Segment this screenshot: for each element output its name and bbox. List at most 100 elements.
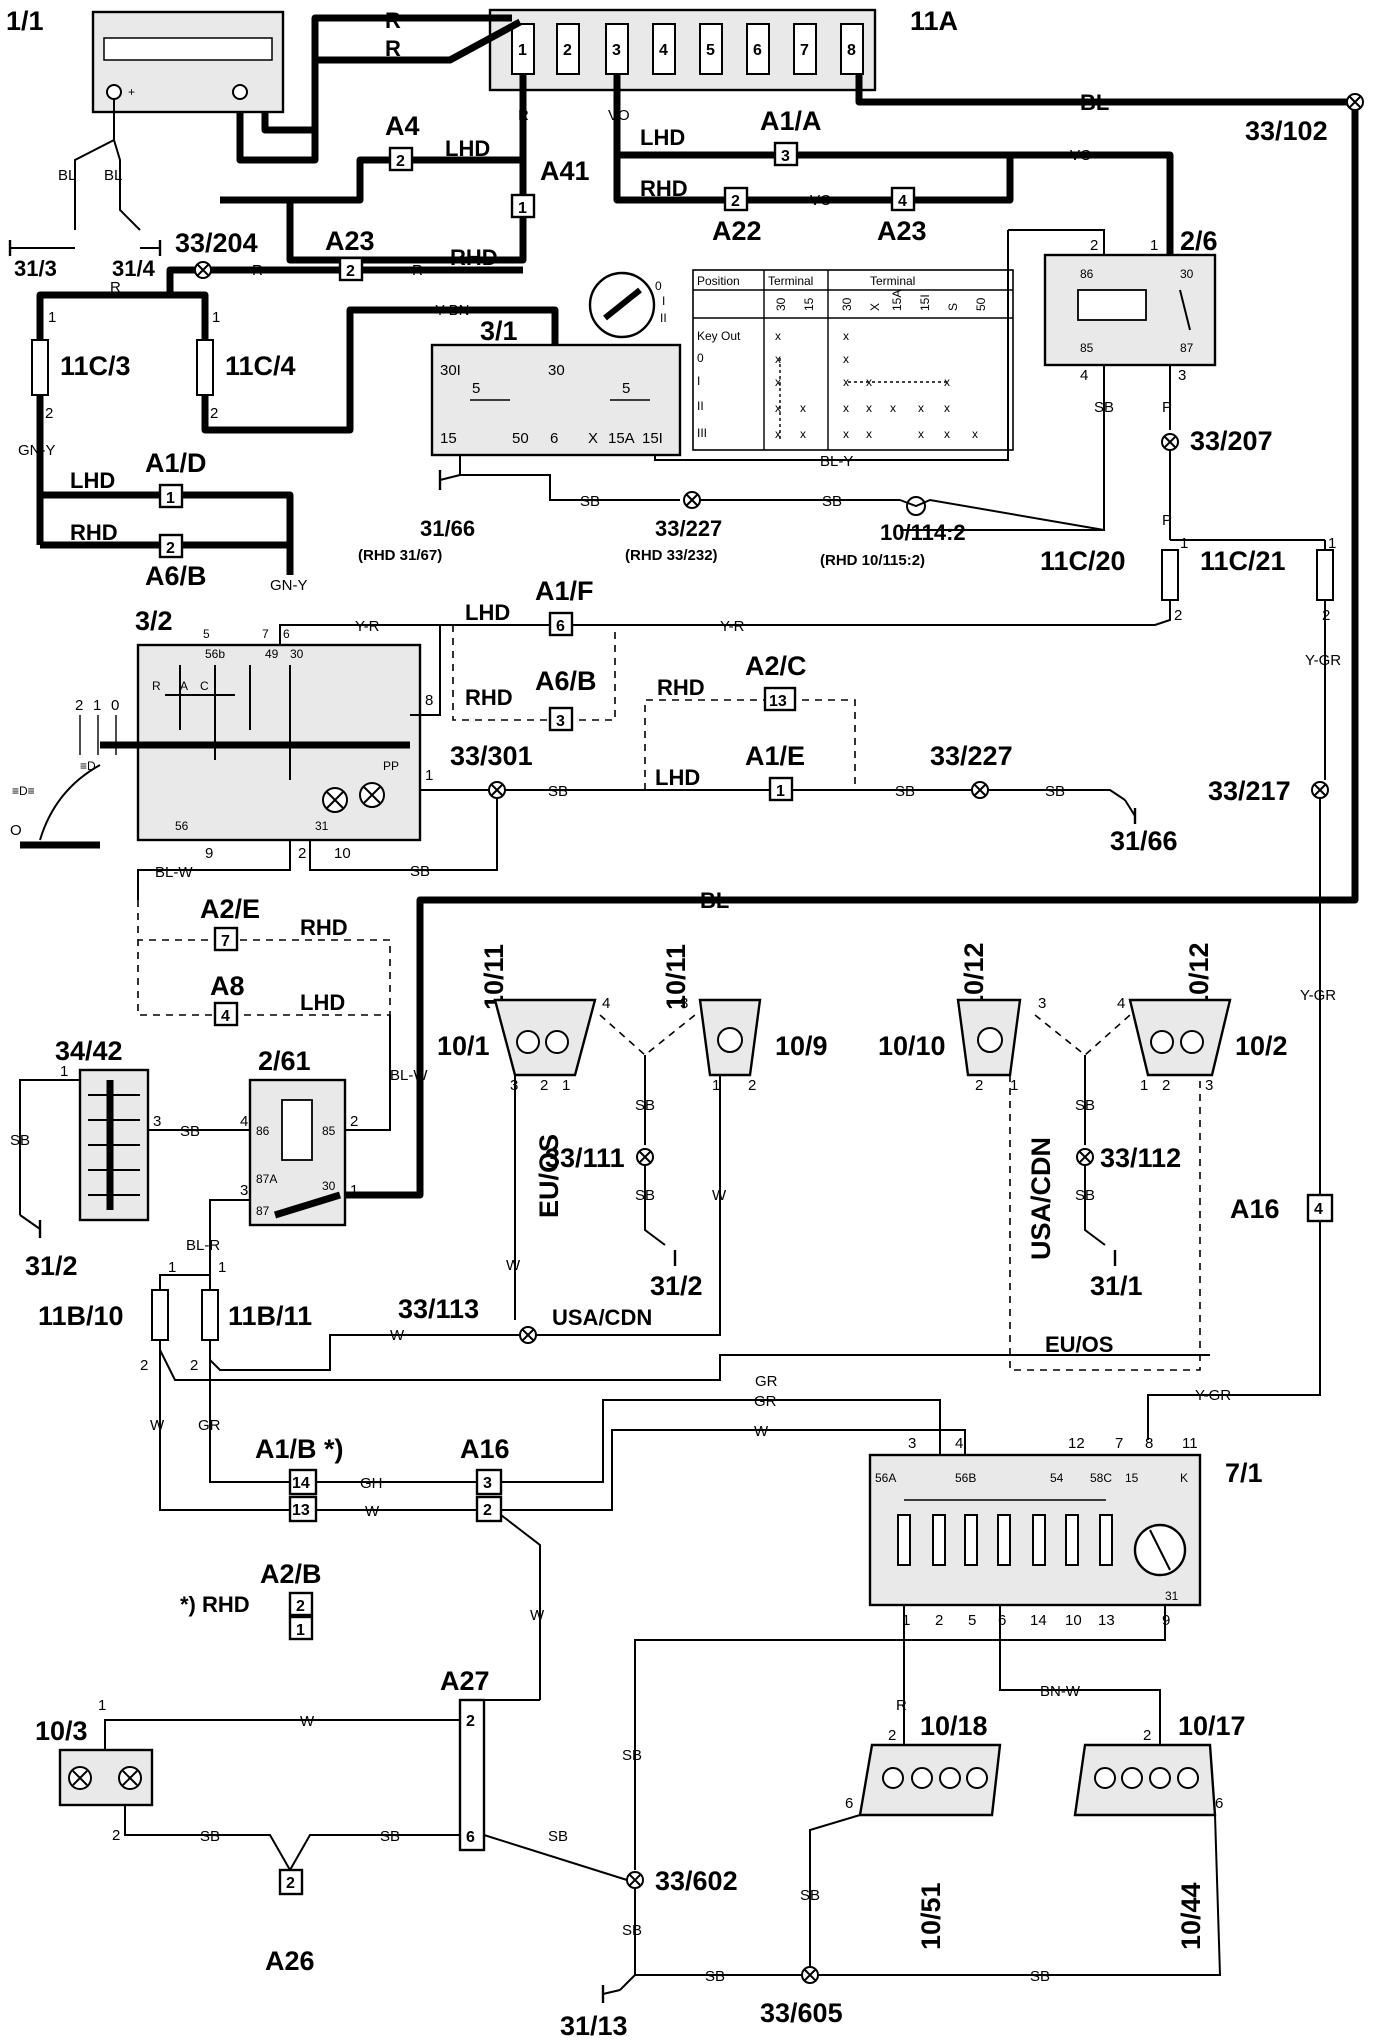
label-31-3: 31/3 [14,256,57,281]
wire-y-bn: Y-BN [435,302,469,319]
label-33-207: 33/207 [1190,426,1273,456]
a27-pin1: 2 [466,1713,475,1730]
wire-y-gr-2: Y-GR [1300,987,1336,1004]
label-31-13: 31/13 [560,2011,628,2041]
wire-gr-a16: GR [754,1393,777,1410]
label-a27: A27 [440,1666,490,1696]
label-31-66a-rhd: (RHD 31/67) [358,547,442,564]
label-a4: A4 [385,111,420,141]
svg-text:I: I [697,374,700,388]
label-10-44: 10/44 [1176,1882,1206,1950]
label-11b-11: 11B/11 [228,1301,312,1331]
a1e-pin: 1 [776,783,785,800]
svg-text:x: x [918,401,924,415]
svg-text:1: 1 [1140,1077,1148,1094]
svg-text:III: III [697,426,707,440]
svg-text:2: 2 [975,1077,983,1094]
svg-text:6: 6 [998,1612,1006,1629]
svg-text:≡D≡: ≡D≡ [12,784,35,798]
a6b-pin: 3 [556,713,565,730]
label-34-42: 34/42 [55,1036,123,1066]
a1b-pin1: 14 [292,1475,310,1492]
label-31-1: 31/1 [1090,1271,1143,1301]
tail-lamp-10-17 [1073,1743,1217,1817]
svg-text:30: 30 [774,297,788,311]
svg-text:PP: PP [383,759,399,773]
svg-text:2: 2 [298,845,306,862]
ignition-key-icon: 0 I II [588,271,667,339]
a2b-pin1: 2 [296,1598,305,1615]
svg-text:X: X [868,303,882,311]
svg-text:54: 54 [1050,1471,1064,1485]
label-a2e: A2/E [200,894,260,924]
route-eu-os-2: EU/OS [1045,1332,1113,1357]
label-10-114: 10/114:2 [880,520,966,545]
svg-text:10: 10 [1065,1612,1082,1629]
svg-text:x: x [866,401,872,415]
label-2-6: 2/6 [1180,226,1218,256]
label-10-12a: 10/12 [959,942,989,1010]
label-a23a: A23 [325,226,375,256]
svg-text:0: 0 [111,697,119,714]
svg-text:1: 1 [93,697,101,714]
svg-text:2: 2 [540,1077,548,1094]
svg-text:2: 2 [350,1113,358,1130]
relay-2-61: 86 85 87A 87 30 [248,1078,347,1227]
svg-text:1: 1 [902,1612,910,1629]
svg-text:1: 1 [1328,535,1336,552]
svg-text:A: A [180,679,188,693]
headlamp-10-10 [956,998,1022,1077]
svg-text:49: 49 [265,647,279,661]
svg-text:56A: 56A [875,1471,896,1485]
label-10-1: 10/1 [437,1031,490,1061]
svg-text:1: 1 [712,1077,720,1094]
label-a16a: A16 [1230,1194,1280,1224]
a2e-pin: 7 [221,933,230,950]
wire-sb-227a: SB [580,493,600,510]
svg-text:x: x [775,375,781,389]
svg-text:30: 30 [290,647,304,661]
wire-w-33113: W [390,1327,405,1344]
svg-text:6: 6 [845,1795,853,1812]
wire-y-r-2: Y-R [720,618,745,635]
svg-text:2: 2 [210,405,218,422]
wire-sb-3442: SB [10,1132,30,1149]
svg-text:30: 30 [840,297,854,311]
label-33-227a: 33/227 [655,516,722,541]
svg-text:8: 8 [425,692,433,709]
svg-text:15I: 15I [918,294,932,311]
svg-text:7: 7 [1115,1435,1123,1452]
route-rhd-a2e: RHD [300,915,348,940]
svg-text:0: 0 [655,279,662,293]
label-33-204: 33/204 [175,228,258,258]
wire-bn-w: BN-W [1040,1683,1081,1700]
wire-gn-y-2: GN-Y [270,577,308,594]
label-31-4: 31/4 [112,256,156,281]
svg-text:30: 30 [322,1179,336,1193]
svg-text:6: 6 [283,627,290,641]
svg-text:Terminal: Terminal [768,274,813,288]
svg-text:58C: 58C [1090,1471,1112,1485]
svg-text:x: x [775,329,781,343]
svg-text:87: 87 [1180,341,1194,355]
svg-text:1: 1 [168,1259,176,1276]
wire-r-1018: R [896,1697,907,1714]
label-a41: A41 [540,156,590,186]
svg-text:2: 2 [112,1827,120,1844]
label-10-17: 10/17 [1178,1711,1246,1741]
svg-text:C: C [200,679,209,693]
svg-text:87: 87 [256,1204,270,1218]
wire-gr-11b11: GR [198,1417,221,1434]
wire-bl-r: BL-R [186,1237,220,1254]
a26-pin: 2 [286,1875,295,1892]
a1b-pin2: 13 [292,1502,310,1519]
label-33-227a-rhd: (RHD 33/232) [625,547,718,564]
label-a1d: A1/D [145,448,207,478]
svg-text:6: 6 [550,430,558,447]
label-11c-21: 11C/21 [1200,546,1286,576]
wire-sb-112b: SB [1075,1187,1095,1204]
a23a-pin: 2 [346,263,355,280]
wire-w-109: W [712,1187,727,1204]
label-3-2: 3/2 [135,606,173,636]
